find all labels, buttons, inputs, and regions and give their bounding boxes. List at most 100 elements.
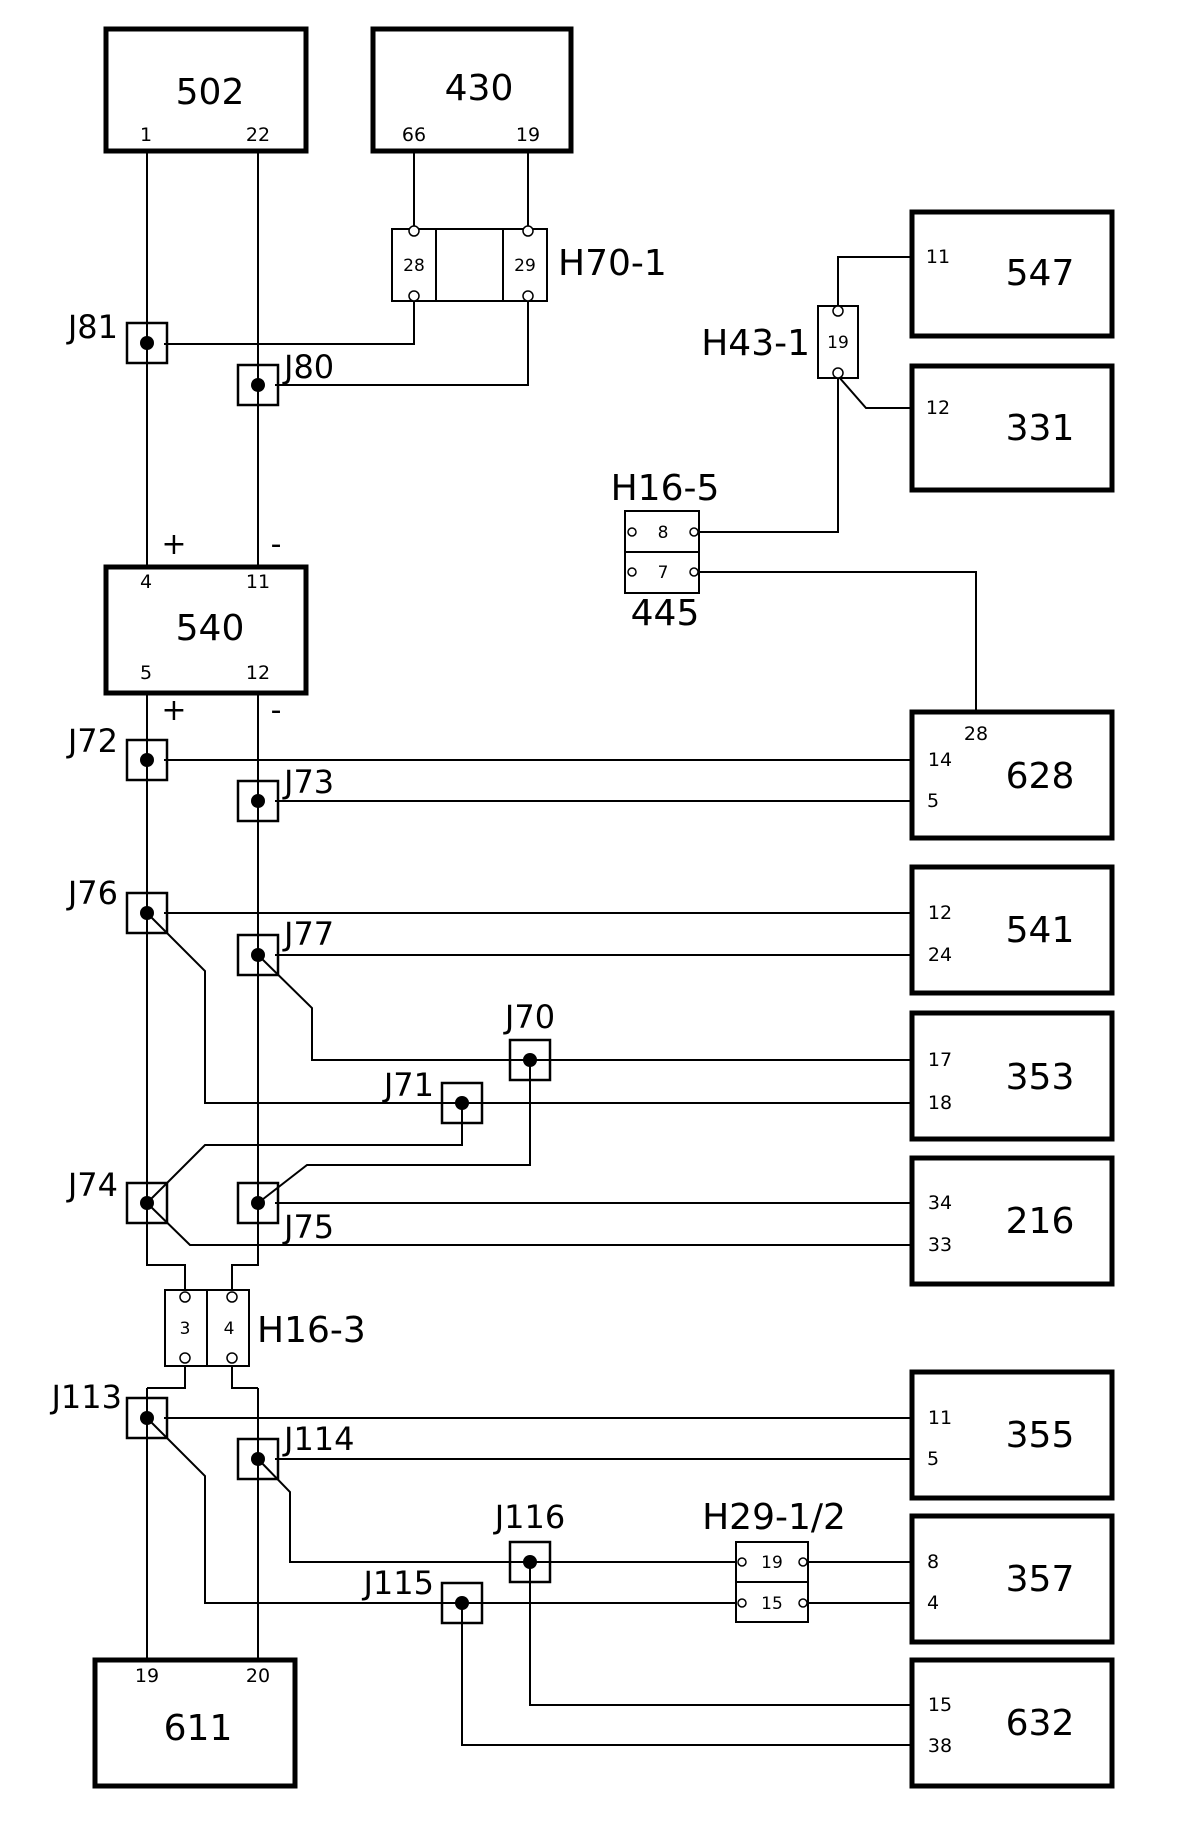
h70-1-label: H70-1 — [558, 243, 667, 284]
module-355-pin-b: 5 — [927, 1448, 939, 1470]
j81-label: J81 — [66, 308, 118, 346]
polarity-signs: + - + - — [161, 527, 281, 728]
minus-sign-540-out: - — [271, 693, 282, 728]
wires — [146, 152, 977, 1746]
junction-j113: J113 — [49, 1378, 169, 1440]
module-611-pin-a: 19 — [135, 1665, 159, 1687]
module-216: 216 34 33 — [909, 1155, 1115, 1287]
j73-label: J73 — [282, 763, 334, 801]
module-430-pin-a: 66 — [402, 124, 426, 146]
module-611: 611 19 20 — [92, 1657, 298, 1789]
module-540: 540 4 11 5 12 — [103, 564, 309, 696]
module-216-pin-a: 34 — [928, 1192, 952, 1214]
connector-h43-1: 19 H43-1 — [701, 305, 859, 379]
h16-5-pin-a: 8 — [658, 523, 669, 543]
module-353-pin-a: 17 — [928, 1049, 952, 1071]
plus-sign-540-out: + — [161, 693, 186, 728]
minus-sign-540-in: - — [271, 527, 282, 562]
module-541-label: 541 — [1006, 910, 1075, 951]
module-541-pin-a: 12 — [928, 902, 952, 924]
h29-pin-a: 19 — [761, 1553, 783, 1573]
module-430-pin-b: 19 — [516, 124, 540, 146]
module-540-pin-bl: 5 — [140, 662, 152, 684]
module-541-pin-b: 24 — [928, 944, 952, 966]
h29-label: H29-1/2 — [702, 1497, 846, 1538]
module-540-pin-br: 12 — [246, 662, 270, 684]
module-216-pin-b: 33 — [928, 1234, 952, 1256]
h29-pin-b: 15 — [761, 1594, 783, 1614]
module-628-label: 628 — [1006, 756, 1075, 797]
junction-j74: J74 — [66, 1166, 169, 1225]
module-547-label: 547 — [1006, 253, 1075, 294]
j72-label: J72 — [66, 722, 118, 760]
module-540-pin-tl: 4 — [140, 571, 152, 593]
j71-label: J71 — [382, 1066, 434, 1104]
module-355: 355 11 5 — [909, 1369, 1115, 1501]
module-502: 502 1 22 — [103, 26, 309, 154]
module-357: 357 8 4 — [909, 1513, 1115, 1645]
module-632-label: 632 — [1006, 1703, 1075, 1744]
j74-label: J74 — [66, 1166, 118, 1204]
h70-1-pin-a: 28 — [403, 256, 425, 276]
junction-j116: J116 — [493, 1498, 565, 1584]
junction-j80: J80 — [236, 348, 334, 407]
j80-label: J80 — [282, 348, 334, 386]
module-430: 430 66 19 — [370, 26, 574, 154]
module-502-label: 502 — [176, 72, 245, 113]
h43-1-label: H43-1 — [701, 323, 810, 364]
module-541: 541 12 24 — [909, 864, 1115, 996]
j115-label: J115 — [361, 1564, 434, 1602]
module-540-label: 540 — [176, 608, 245, 649]
module-628-pin-top: 28 — [964, 723, 988, 745]
module-357-pin-a: 8 — [927, 1551, 939, 1573]
junction-j71: J71 — [382, 1066, 484, 1125]
junction-j73: J73 — [236, 763, 334, 823]
junction-j115: J115 — [361, 1564, 484, 1625]
h16-3-pin-b: 4 — [224, 1319, 235, 1339]
h16-3-pin-a: 3 — [180, 1319, 191, 1339]
module-540-pin-tr: 11 — [246, 571, 270, 593]
j70-label: J70 — [503, 998, 555, 1036]
module-331: 331 12 — [909, 363, 1115, 493]
j114-label: J114 — [282, 1420, 355, 1458]
module-611-pin-b: 20 — [246, 1665, 270, 1687]
module-357-pin-b: 4 — [927, 1592, 939, 1614]
connector-h70-1: 28 29 H70-1 — [391, 225, 667, 302]
h16-5-label: H16-5 — [611, 468, 720, 509]
junction-j81: J81 — [66, 308, 169, 365]
h16-3-label: H16-3 — [257, 1310, 366, 1351]
module-353-pin-b: 18 — [928, 1092, 952, 1114]
module-632-pin-a: 15 — [928, 1694, 952, 1716]
module-355-label: 355 — [1006, 1415, 1075, 1456]
module-430-label: 430 — [445, 68, 514, 109]
module-628-pin-b: 5 — [927, 790, 939, 812]
j77-label: J77 — [282, 915, 334, 953]
module-355-pin-a: 11 — [928, 1407, 952, 1429]
connector-h16-3: 3 4 H16-3 — [164, 1289, 366, 1367]
module-353-label: 353 — [1006, 1057, 1075, 1098]
j75-label: J75 — [282, 1208, 334, 1246]
h16-5-sub-label: 445 — [631, 593, 700, 634]
module-502-pin-a: 1 — [140, 124, 152, 146]
h16-5-pin-b: 7 — [658, 563, 669, 583]
module-628: 628 28 14 5 — [909, 709, 1115, 841]
module-632-pin-b: 38 — [928, 1735, 952, 1757]
module-628-pin-a: 14 — [928, 749, 952, 771]
j113-label: J113 — [49, 1378, 122, 1416]
module-331-pin: 12 — [926, 397, 950, 419]
module-547-pin: 11 — [926, 246, 950, 268]
module-353: 353 17 18 — [909, 1010, 1115, 1142]
junction-j76: J76 — [66, 874, 169, 935]
j76-label: J76 — [66, 874, 118, 912]
connector-h16-5: 8 7 H16-5 445 — [611, 468, 720, 634]
connector-h29-1-2: 19 15 H29-1/2 — [702, 1497, 846, 1623]
plus-sign-540-in: + — [161, 527, 186, 562]
junction-j72: J72 — [66, 722, 169, 782]
module-357-label: 357 — [1006, 1559, 1075, 1600]
h70-1-pin-b: 29 — [514, 256, 536, 276]
junction-j77: J77 — [236, 915, 334, 977]
module-216-label: 216 — [1006, 1201, 1075, 1242]
h43-1-pin: 19 — [827, 333, 849, 353]
module-547: 547 11 — [909, 209, 1115, 339]
